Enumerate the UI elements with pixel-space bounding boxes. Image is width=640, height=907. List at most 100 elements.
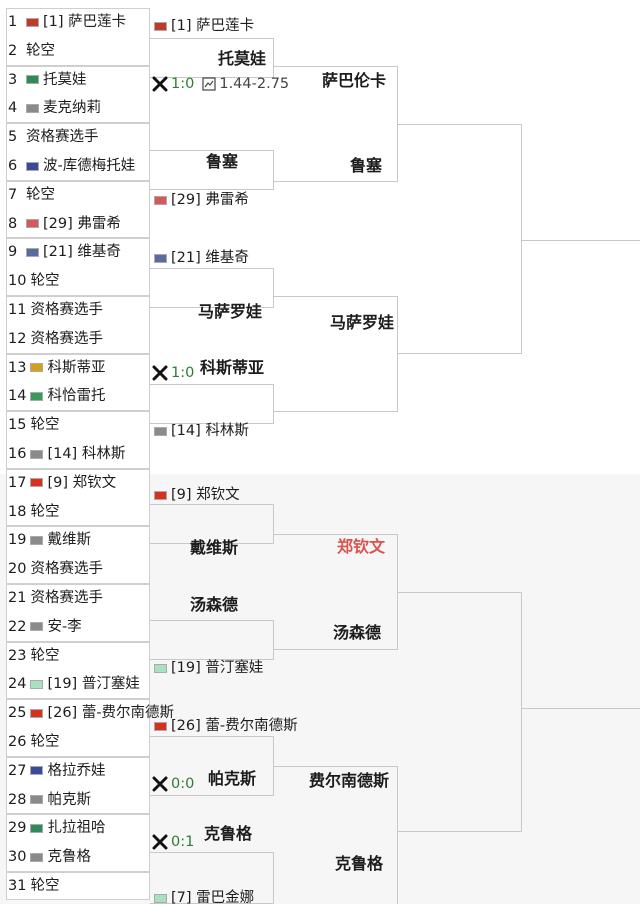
seed-number: 4 <box>8 100 18 117</box>
r1-match-box <box>6 411 150 469</box>
r3-bracket-1 <box>274 66 398 182</box>
r2-bracket-7 <box>150 736 274 796</box>
flag-icon <box>26 75 39 85</box>
seed-number: 23 <box>8 647 27 664</box>
r2-m7-winner: 科斯蒂亚 <box>200 358 265 377</box>
flag-icon <box>30 823 44 833</box>
flag-icon <box>26 247 39 257</box>
r2-m9-top: [9] 郑钦文 <box>154 486 240 504</box>
player-entry[interactable]: 3 托莫娃 <box>8 71 87 89</box>
seed-number: 10 <box>8 273 27 290</box>
flag-icon <box>30 795 44 805</box>
player-entry[interactable]: 16 [14] 科林斯 <box>8 445 125 463</box>
r3-bracket-2 <box>274 296 398 412</box>
player-name: 托莫娃 <box>43 71 87 88</box>
r3-bracket-3 <box>274 534 398 650</box>
seed-number: 24 <box>8 676 27 693</box>
flag-icon <box>154 663 167 673</box>
player-name: 科斯蒂亚 <box>47 359 106 376</box>
flag-icon <box>30 363 44 373</box>
player-name: 扎拉祖哈 <box>47 820 106 837</box>
player-entry[interactable]: 27 格拉乔娃 <box>8 762 105 780</box>
r2-bracket-5 <box>150 504 274 544</box>
player-name: 轮空 <box>30 647 60 664</box>
player-name: 轮空 <box>30 273 60 290</box>
flag-icon <box>30 852 44 862</box>
r5-line-top <box>522 240 640 241</box>
r4-bracket-2 <box>398 592 522 832</box>
seed-number: 16 <box>8 446 27 462</box>
x-logo-icon <box>152 834 168 850</box>
flag-icon <box>26 219 39 229</box>
seed-number: 1 <box>8 14 18 30</box>
player-name: 麦克纳莉 <box>43 100 101 117</box>
player-entry[interactable]: 25[26] 蕾-费尔南德斯 <box>8 704 174 722</box>
player-name: 轮空 <box>30 878 60 894</box>
flag-icon <box>154 426 167 436</box>
r2-bracket-4 <box>150 384 274 424</box>
r3-q6: 费尔南德斯 <box>309 771 390 790</box>
r2-m11-winner: 汤森德 <box>190 595 239 614</box>
r2-m3-winner: 鲁塞 <box>206 152 239 171</box>
r1-match-box <box>6 123 150 181</box>
seed-number: 9 <box>8 244 18 261</box>
seed-number: 7 <box>8 186 18 203</box>
r3-q3: 马萨罗娃 <box>330 313 395 332</box>
player-entry[interactable]: 9[21] 维基奇 <box>8 243 121 261</box>
player-name: 资格赛选手 <box>30 330 103 347</box>
r2-bracket-3 <box>150 268 274 308</box>
seed-number: 5 <box>8 129 18 146</box>
seed-number: 31 <box>8 878 27 894</box>
r2-m15-winner: 克鲁格 <box>204 824 253 843</box>
player-name: 轮空 <box>26 186 55 203</box>
r1-match-box <box>6 699 150 757</box>
player-name: [14] 科林斯 <box>47 446 126 462</box>
player-entry[interactable]: 4 麦克纳莉 <box>8 99 101 117</box>
r1-match-box <box>6 468 150 527</box>
flag-icon <box>30 449 44 459</box>
r3-q7: 克鲁格 <box>335 854 384 873</box>
r2-bracket-2 <box>150 150 274 190</box>
r1-match-box <box>6 584 150 642</box>
flag-icon <box>30 478 44 488</box>
player-entry[interactable]: 7 轮空 <box>8 186 55 204</box>
seed-number: 25 <box>8 705 27 722</box>
player-entry[interactable]: 24[19] 普汀塞娃 <box>8 675 140 693</box>
r2-m16-top: [7] 雷巴金娜 <box>154 889 254 907</box>
flag-icon <box>154 893 167 903</box>
player-entry[interactable]: 17[9] 郑钦文 <box>8 474 116 492</box>
r2-m5-top: [21] 维基奇 <box>154 249 249 267</box>
seed-number: 3 <box>8 71 18 88</box>
player-entry[interactable]: 8[29] 弗雷希 <box>8 215 121 233</box>
player-entry[interactable]: 1[1] 萨巴莲卡 <box>8 13 126 31</box>
seed-number: 21 <box>8 590 27 606</box>
flag-icon <box>30 391 44 401</box>
flag-icon <box>154 490 167 500</box>
seed-number: 27 <box>8 762 27 779</box>
seed-number: 17 <box>8 474 27 491</box>
r2-m12-top: [19] 普汀塞娃 <box>154 659 263 677</box>
player-name: 格拉乔娃 <box>47 762 106 779</box>
player-name: 资格赛选手 <box>30 302 103 318</box>
flag-icon <box>30 766 44 776</box>
